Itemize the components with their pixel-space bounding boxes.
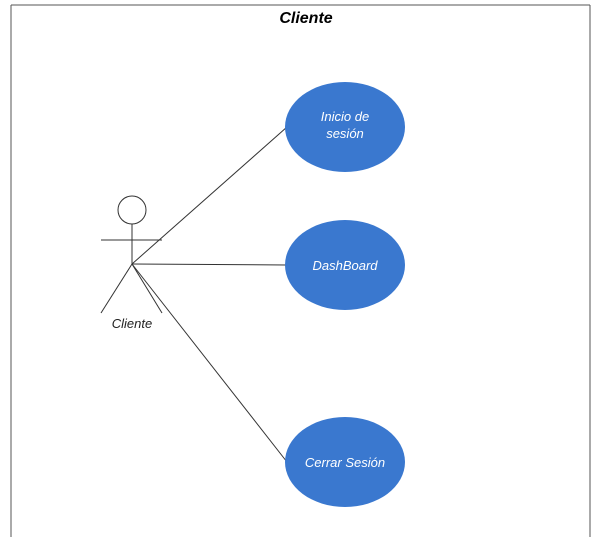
association-cerrar-sesion	[131, 263, 288, 463]
association-dashboard	[131, 263, 288, 266]
actor-label: Cliente	[112, 316, 152, 331]
use-case-label: DashBoard	[312, 258, 378, 273]
use-case-ellipse	[285, 82, 405, 172]
use-case-inicio-sesion[interactable]: Inicio de sesión	[285, 82, 405, 172]
associations	[131, 126, 288, 463]
use-case-ellipse	[285, 220, 405, 310]
use-case-ellipse	[285, 417, 405, 507]
actor-left-leg	[100, 263, 133, 314]
diagram-title: Cliente	[279, 10, 332, 27]
actor-cliente[interactable]: Cliente	[100, 195, 163, 331]
use-case-label: Cerrar Sesión	[305, 455, 385, 470]
actor-right-leg	[131, 263, 163, 314]
use-case-label-line-1: Inicio de	[321, 109, 369, 124]
use-case-label-line-2: sesión	[326, 126, 364, 141]
association-inicio-sesion	[131, 126, 288, 265]
use-case-dashboard[interactable]: DashBoard	[285, 220, 405, 310]
use-case-cerrar-sesion[interactable]: Cerrar Sesión	[285, 417, 405, 507]
actor-head	[117, 195, 147, 225]
system-boundary: Cliente	[10, 4, 591, 537]
